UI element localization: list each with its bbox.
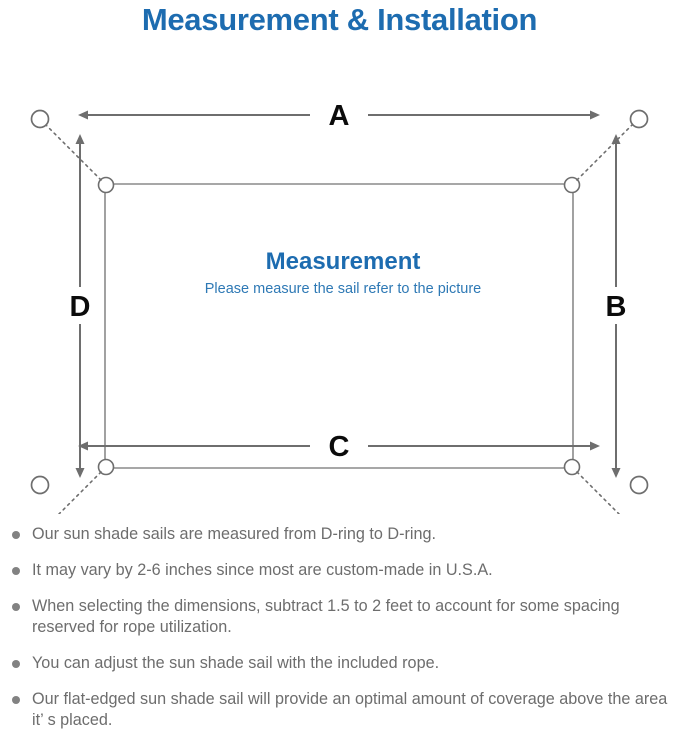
bullet-dot-icon [12, 531, 20, 539]
rope-bottom-left [57, 471, 102, 514]
list-item: You can adjust the sun shade sail with t… [0, 653, 679, 674]
bullet-dot-icon [12, 567, 20, 575]
mounting-point-top-left [30, 109, 50, 129]
mounting-point-bottom-left [30, 475, 50, 495]
mounting-point-bottom-right [629, 475, 649, 495]
d-ring-top-right [563, 176, 581, 194]
diagram-center-subtitle: Please measure the sail refer to the pic… [205, 281, 481, 297]
shade-sail-measurement-diagram: A C D B Measurement Please measure the s… [0, 44, 679, 514]
page-title: Measurement & Installation [141, 2, 538, 37]
dimension-label-d: D [70, 291, 91, 323]
dimension-label-a: A [329, 100, 350, 132]
bullet-dot-icon [12, 603, 20, 611]
diagram-center-title: Measurement [266, 248, 421, 275]
rope-top-left [44, 123, 102, 181]
d-ring-bottom-left [97, 458, 115, 476]
list-item: It may vary by 2-6 inches since most are… [0, 560, 679, 581]
d-ring-top-left [97, 176, 115, 194]
note-text: When selecting the dimensions, subtract … [32, 597, 620, 636]
note-text: It may vary by 2-6 inches since most are… [32, 561, 493, 579]
rope-bottom-right [576, 471, 621, 514]
dimension-label-c: C [329, 431, 350, 463]
bullet-dot-icon [12, 660, 20, 668]
mounting-point-top-right [629, 109, 649, 129]
list-item: Our flat-edged sun shade sail will provi… [0, 689, 679, 731]
d-ring-bottom-right [563, 458, 581, 476]
list-item: Our sun shade sails are measured from D-… [0, 524, 679, 545]
list-item: When selecting the dimensions, subtract … [0, 596, 679, 638]
dimension-label-b: B [606, 291, 627, 323]
sail-body [104, 183, 574, 469]
note-text: Our flat-edged sun shade sail will provi… [32, 690, 668, 729]
notes-list: Our sun shade sails are measured from D-… [0, 524, 679, 746]
note-text: Our sun shade sails are measured from D-… [32, 525, 436, 543]
rope-top-right [576, 122, 635, 181]
bullet-dot-icon [12, 696, 20, 704]
note-text: You can adjust the sun shade sail with t… [32, 654, 440, 672]
